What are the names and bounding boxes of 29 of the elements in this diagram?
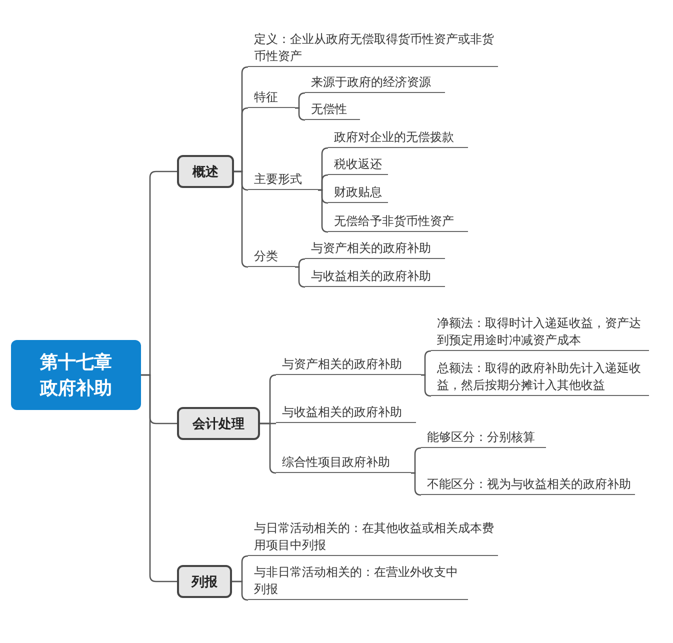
central-topic-box: 第十七章政府补助 xyxy=(11,340,141,410)
subtopic-text: 能够区分：分别核算 xyxy=(421,430,546,448)
subtopic-text: 不能区分：视为与收益相关的政府补助 xyxy=(421,459,635,495)
subtopic-text: 定义：企业从政府无偿取得货币性资产或非货币性资产 xyxy=(248,31,498,67)
subtopic-text: 与收益相关的政府补助 xyxy=(305,269,445,287)
topic-box: 列报 xyxy=(177,565,232,598)
subtopic-text: 与资产相关的政府补助 xyxy=(276,357,421,375)
connector-line xyxy=(295,266,306,288)
subtopic-text: 无偿给予非货币性资产 xyxy=(328,214,468,232)
subtopic-text: 税收返还 xyxy=(328,157,388,175)
subtopic-text: 净额法：取得时计入递延收益，资产达到预定用途时冲减资产成本 xyxy=(431,315,649,351)
subtopic-text: 特征 xyxy=(248,90,295,108)
subtopic-text: 主要形式 xyxy=(248,172,318,190)
subtopic-text: 来源于政府的经济资源 xyxy=(305,75,445,93)
subtopic-text: 财政贴息 xyxy=(328,185,388,203)
connector-line xyxy=(232,580,249,601)
connector-line xyxy=(295,107,306,121)
subtopic-text: 总额法：取得的政府补助先计入递延收益，然后按期分摊计入其他收益 xyxy=(431,360,649,396)
topic-box: 概述 xyxy=(177,155,234,188)
connector-line xyxy=(141,374,177,582)
subtopic-text: 与资产相关的政府补助 xyxy=(305,241,445,259)
subtopic-text: 无偿性 xyxy=(305,102,360,120)
topic-box: 会计处理 xyxy=(177,407,260,440)
subtopic-text: 政府对企业的无偿拨款 xyxy=(328,130,468,148)
subtopic-text: 与非日常活动相关的：在营业外收支中列报 xyxy=(248,564,468,600)
subtopic-text: 综合性项目政府补助 xyxy=(276,455,411,473)
subtopic-text: 分类 xyxy=(248,249,295,267)
subtopic-text: 与日常活动相关的：在其他收益或相关成本费用项目中列报 xyxy=(248,520,498,556)
subtopic-text: 与收益相关的政府补助 xyxy=(276,405,416,423)
